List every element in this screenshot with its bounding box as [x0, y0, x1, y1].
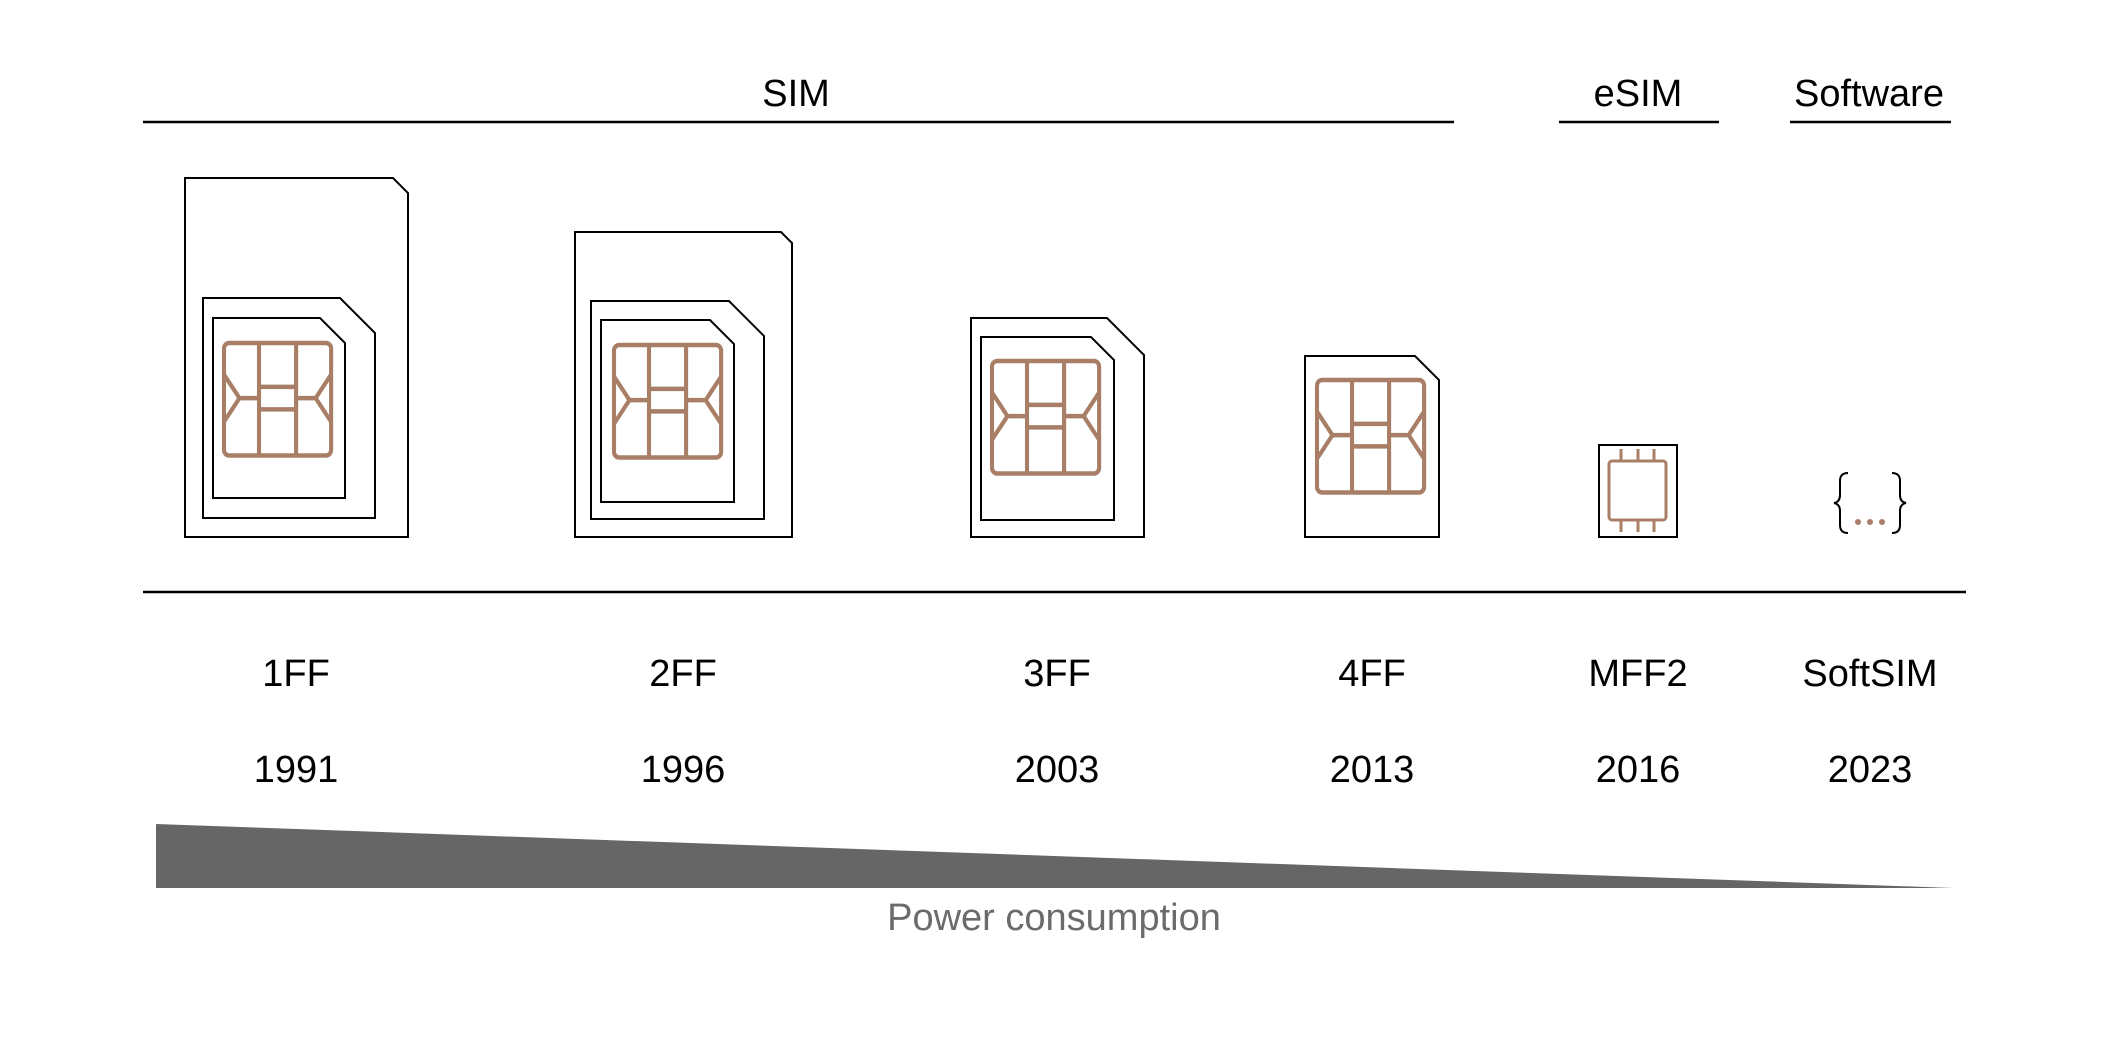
chip-contacts-icon	[1314, 377, 1427, 495]
format-name-1ff: 1FF	[262, 653, 330, 695]
group-label-esim: eSIM	[1594, 73, 1683, 115]
format-year-1ff: 1991	[254, 749, 339, 791]
format-name-mff2: MFF2	[1588, 653, 1687, 695]
sim-card-3ff-icon	[970, 317, 1145, 538]
format-name-3ff: 3FF	[1023, 653, 1091, 695]
power-consumption-wedge	[156, 824, 1953, 888]
format-year-mff2: 2016	[1596, 749, 1681, 791]
power-consumption-label: Power consumption	[887, 897, 1221, 939]
format-year-3ff: 2003	[1015, 749, 1100, 791]
softsim-code-icon	[1833, 472, 1907, 534]
sim-card-2ff-icon	[574, 231, 793, 538]
sim-card-1ff-icon	[184, 177, 409, 538]
format-year-softsim: 2023	[1828, 749, 1913, 791]
group-label-sim: SIM	[762, 73, 830, 115]
group-label-software: Software	[1794, 73, 1944, 115]
mff2-chip-icon	[1598, 444, 1678, 538]
chip-contacts-icon	[611, 342, 724, 460]
format-name-4ff: 4FF	[1338, 653, 1406, 695]
chip-contacts-icon	[221, 340, 334, 458]
format-name-2ff: 2FF	[649, 653, 717, 695]
format-year-2ff: 1996	[641, 749, 726, 791]
format-name-softsim: SoftSIM	[1802, 653, 1937, 695]
format-year-4ff: 2013	[1330, 749, 1415, 791]
chip-contacts-icon	[989, 358, 1102, 476]
sim-card-4ff-icon	[1304, 355, 1440, 538]
